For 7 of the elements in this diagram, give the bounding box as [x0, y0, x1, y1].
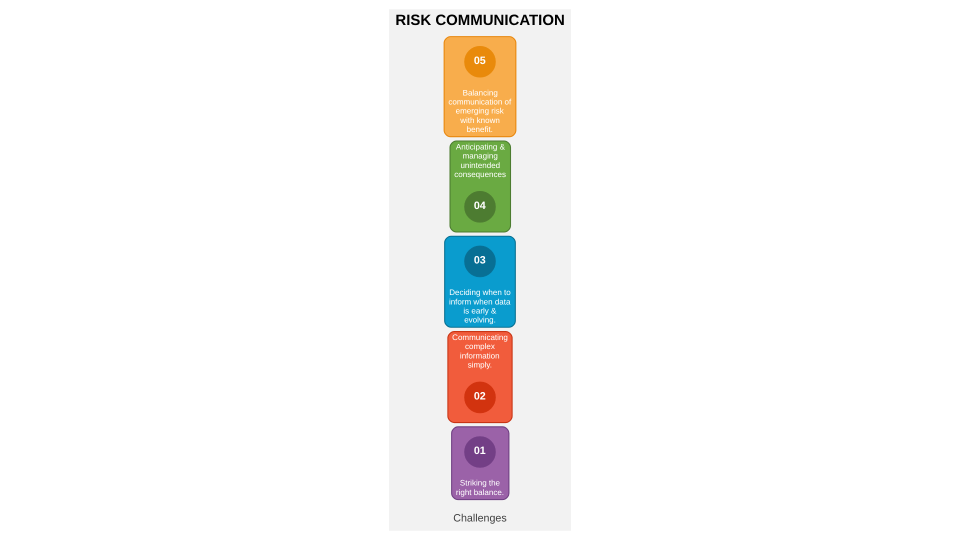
label: Challenges [453, 512, 507, 525]
node-circle: 02 [464, 382, 496, 414]
node-circle: 01 [464, 436, 496, 468]
node-circle: 04 [464, 191, 496, 223]
diagram-title: RISK COMMUNICATION [395, 12, 565, 30]
node-circle: 05 [464, 46, 496, 78]
node-circle: 03 [464, 246, 496, 278]
